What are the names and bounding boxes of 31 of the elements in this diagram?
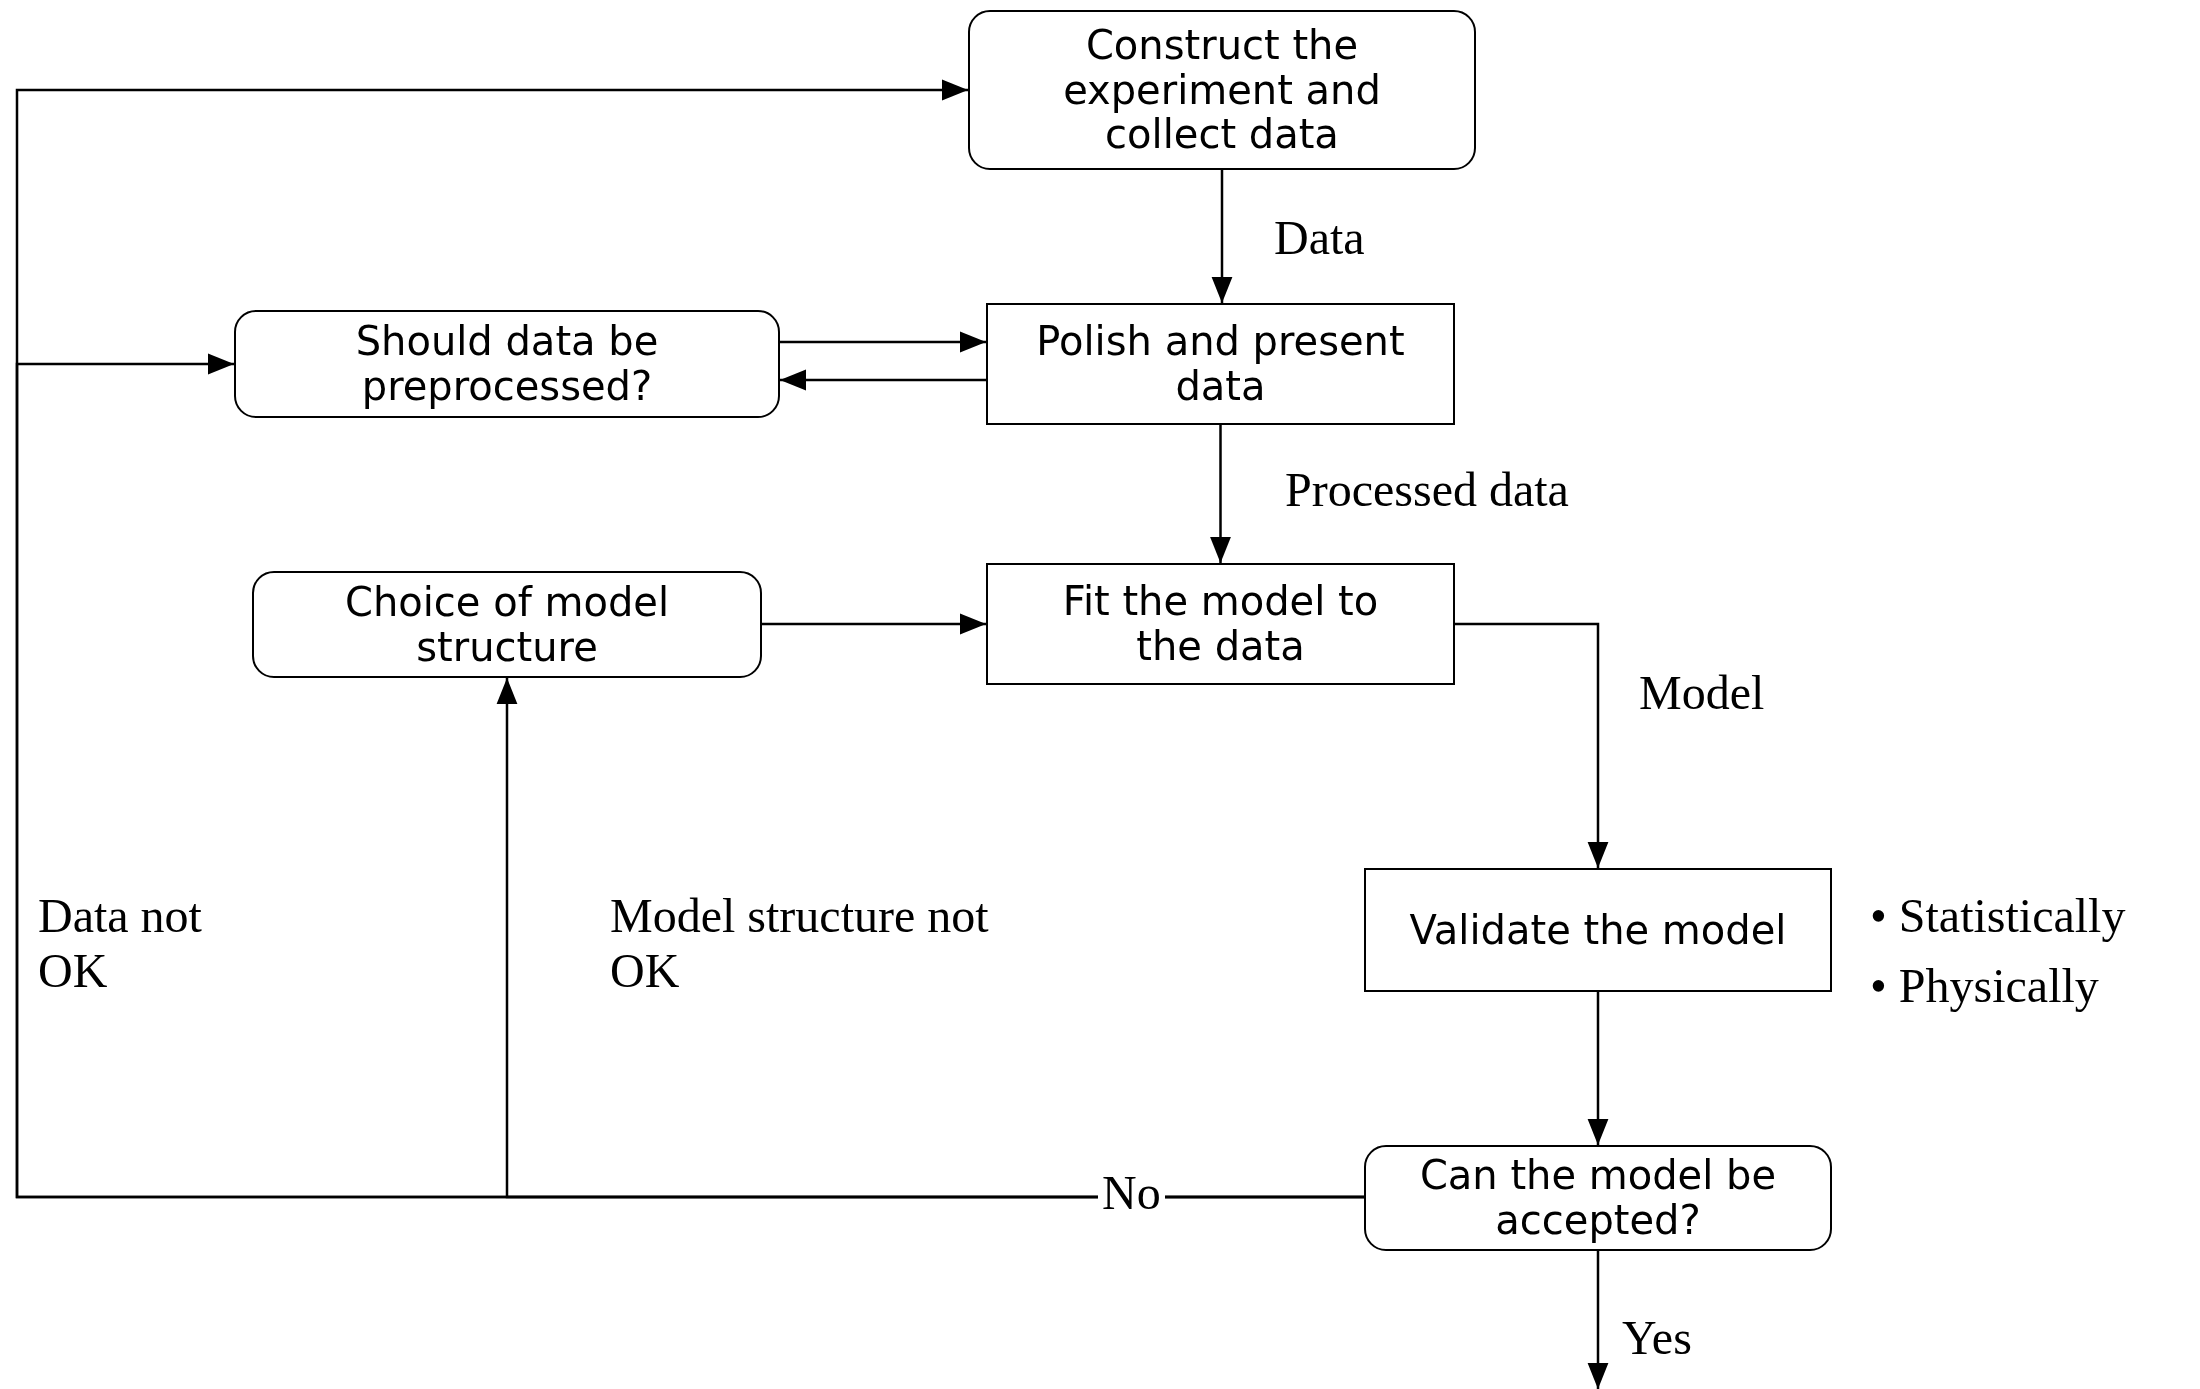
process-box — [986, 303, 1455, 425]
arrow — [1210, 425, 1231, 563]
node-text: Validate the model — [1409, 907, 1787, 953]
edge-label: Data — [1274, 210, 1365, 266]
arrow — [496, 678, 1364, 1199]
node-text: Should data be preprocessed? — [354, 319, 660, 409]
rounded-box — [252, 571, 762, 678]
bullet-text: • Statistically — [1870, 888, 2126, 944]
rounded-box — [234, 310, 780, 418]
edge-label: Yes — [1622, 1310, 1692, 1366]
node-text: Fit the model to the data — [1061, 579, 1380, 669]
arrow — [1211, 170, 1233, 303]
edge-label: Processed data — [1285, 462, 1569, 518]
arrow — [762, 613, 986, 635]
process-box — [986, 563, 1455, 685]
node-text: Can the model be accepted? — [1418, 1153, 1778, 1243]
arrow — [1455, 622, 1609, 868]
arrow — [780, 331, 986, 353]
edge-label: Data not OK — [38, 888, 203, 999]
node-text: Choice of model structure — [344, 579, 670, 670]
rounded-box — [1364, 1145, 1832, 1251]
rounded-box — [968, 10, 1476, 170]
node-text: Polish and present data — [1035, 319, 1406, 409]
bullet-text: • Physically — [1870, 958, 2099, 1014]
edge-label: Model — [1639, 665, 1765, 721]
edge-label: Model structure not OK — [610, 888, 990, 999]
arrow — [1587, 992, 1609, 1145]
arrow — [780, 369, 986, 391]
process-box — [1364, 868, 1832, 992]
arrow — [1587, 1251, 1609, 1389]
node-text: Construct the experiment and collect data — [1062, 22, 1382, 158]
